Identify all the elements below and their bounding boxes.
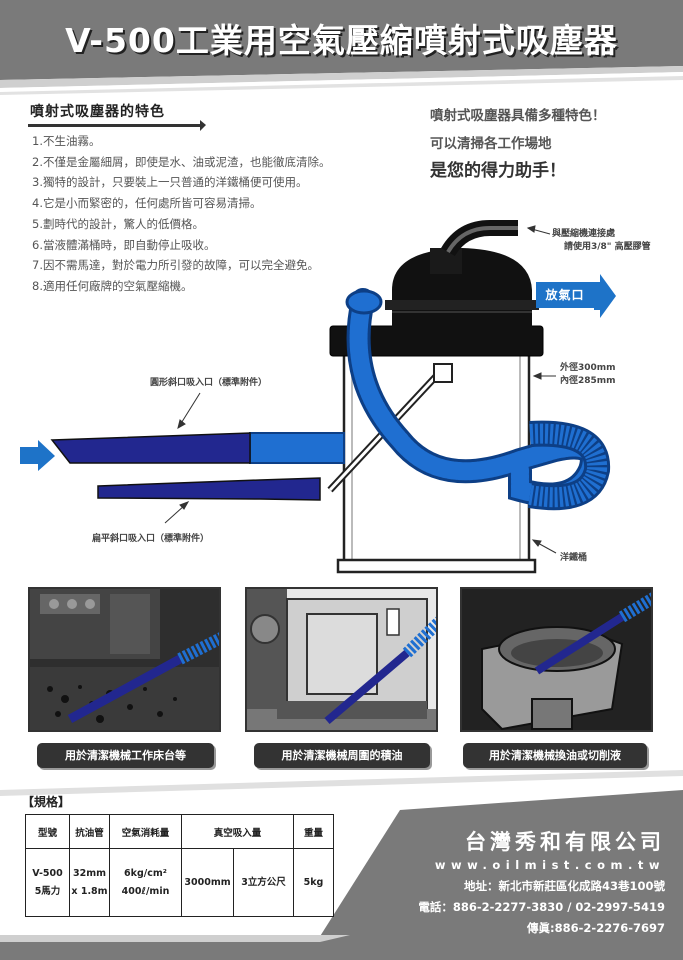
header-background [0, 0, 683, 95]
spec-vacuum-height: 3000mm [181, 848, 234, 917]
feature-item: 4.它是小而緊密的，任何處所皆可容易清掃。 [32, 196, 262, 211]
label-pointers [164, 225, 557, 554]
company-address: 地址：新北市新莊區化成路43巷100號 [463, 879, 665, 893]
inlet-arrow-icon [20, 440, 55, 471]
bucket-label: 洋鐵桶 [560, 553, 588, 563]
flat-nozzle-label: 扁平斜口吸入口（標準附件） [92, 534, 210, 544]
features-heading: 噴射式吸塵器的特色 [30, 104, 165, 120]
photo-coolant-tank [460, 587, 653, 732]
features-list: 1.不生油霧。 2.不僅是金屬細屑，即使是水、油或泥渣，也能徹底清除。 3.獨特… [32, 131, 330, 297]
header-band: V-500工業用空氣壓縮噴射式吸塵器 [0, 0, 683, 100]
spec-vacuum-volume: 3立方公尺 [233, 848, 294, 917]
round-nozzle [50, 432, 251, 464]
exhaust-label: 放氣口 [536, 282, 594, 308]
company-info: 台灣秀和有限公司 www.oilmist.com.tw 地址：新北市新莊區化成路… [410, 826, 665, 939]
feature-item: 1.不生油霧。 [32, 134, 101, 148]
specs-header-cell: 空氣消耗量 [109, 814, 182, 849]
caption-machine-oil: 用於清潔機械周圍的積油 [254, 743, 430, 768]
flat-nozzle [97, 477, 321, 501]
connection-label: 與壓縮機連接處 請使用3/8" 高壓膠管 [552, 228, 651, 254]
company-website: www.oilmist.com.tw [434, 858, 665, 872]
specs-header-cell: 型號 [25, 814, 70, 849]
specs-header-cell: 抗油管 [69, 814, 110, 849]
inner-diameter: 內徑285mm [560, 376, 616, 386]
company-phone: 電話：886-2-2277-3830 / 02-2997-5419 [418, 900, 665, 914]
promo-block: 噴射式吸塵器具備多種特色！ 可以清掃各工作場地 是您的得力助手！ [430, 104, 606, 184]
round-nozzle-label: 圓形斜口吸入口（標準附件） [150, 378, 268, 388]
feature-item: 5.劃時代的設計，驚人的低價格。 [32, 216, 204, 231]
footer-background [0, 770, 683, 960]
specs-header-row: 型號 抗油管 空氣消耗量 真空吸入量 重量 [25, 814, 334, 849]
feature-item: 3.獨特的設計，只要裝上一只普通的洋鐵桶便可使用。 [32, 175, 308, 190]
specs-heading: 【規格】 [22, 795, 71, 809]
feature-item: 6.當液體滿桶時，即自動停止吸收。 [32, 237, 216, 252]
feature-item: 2.不僅是金屬細屑，即使是水、油或泥渣，也能徹底清除。 [32, 154, 331, 169]
caption-coolant: 用於清潔機械換油或切削液 [463, 743, 647, 768]
promo-line-2: 可以清掃各工作場地 [430, 136, 552, 152]
promo-line-1: 噴射式吸塵器具備多種特色！ [430, 108, 606, 124]
company-fax: 傳眞:886-2-2276-7697 [527, 921, 665, 935]
promo-line-3: 是您的得力助手！ [430, 161, 566, 181]
spec-weight: 5kg [293, 848, 334, 917]
features-heading-underline [28, 120, 206, 131]
exhaust-arrow-icon [594, 274, 616, 318]
feature-item: 8.適用任何廠牌的空氣壓縮機。 [32, 278, 193, 293]
page-title: V-500工業用空氣壓縮噴射式吸塵器 [65, 21, 618, 60]
connection-label-line-2: 請使用3/8" 高壓膠管 [564, 242, 651, 252]
diameter-label: 外徑300mm 內徑285mm [560, 362, 616, 388]
company-name: 台灣秀和有限公司 [465, 830, 665, 854]
vacuum-diagram [20, 220, 616, 574]
feature-item: 7.因不需馬達，對於電力所引發的故障，可以完全避免。 [32, 258, 319, 273]
caption-machine-bed: 用於清潔機械工作床台等 [37, 743, 214, 768]
specs-header-cell: 真空吸入量 [181, 814, 294, 849]
blue-hose [249, 288, 611, 511]
photo-machine-bed [28, 587, 221, 732]
specs-header-cell: 重量 [293, 814, 334, 849]
connection-label-line-1: 與壓縮機連接處 [552, 229, 616, 239]
outer-diameter: 外徑300mm [560, 363, 616, 373]
photo-machine-oil [245, 587, 438, 732]
